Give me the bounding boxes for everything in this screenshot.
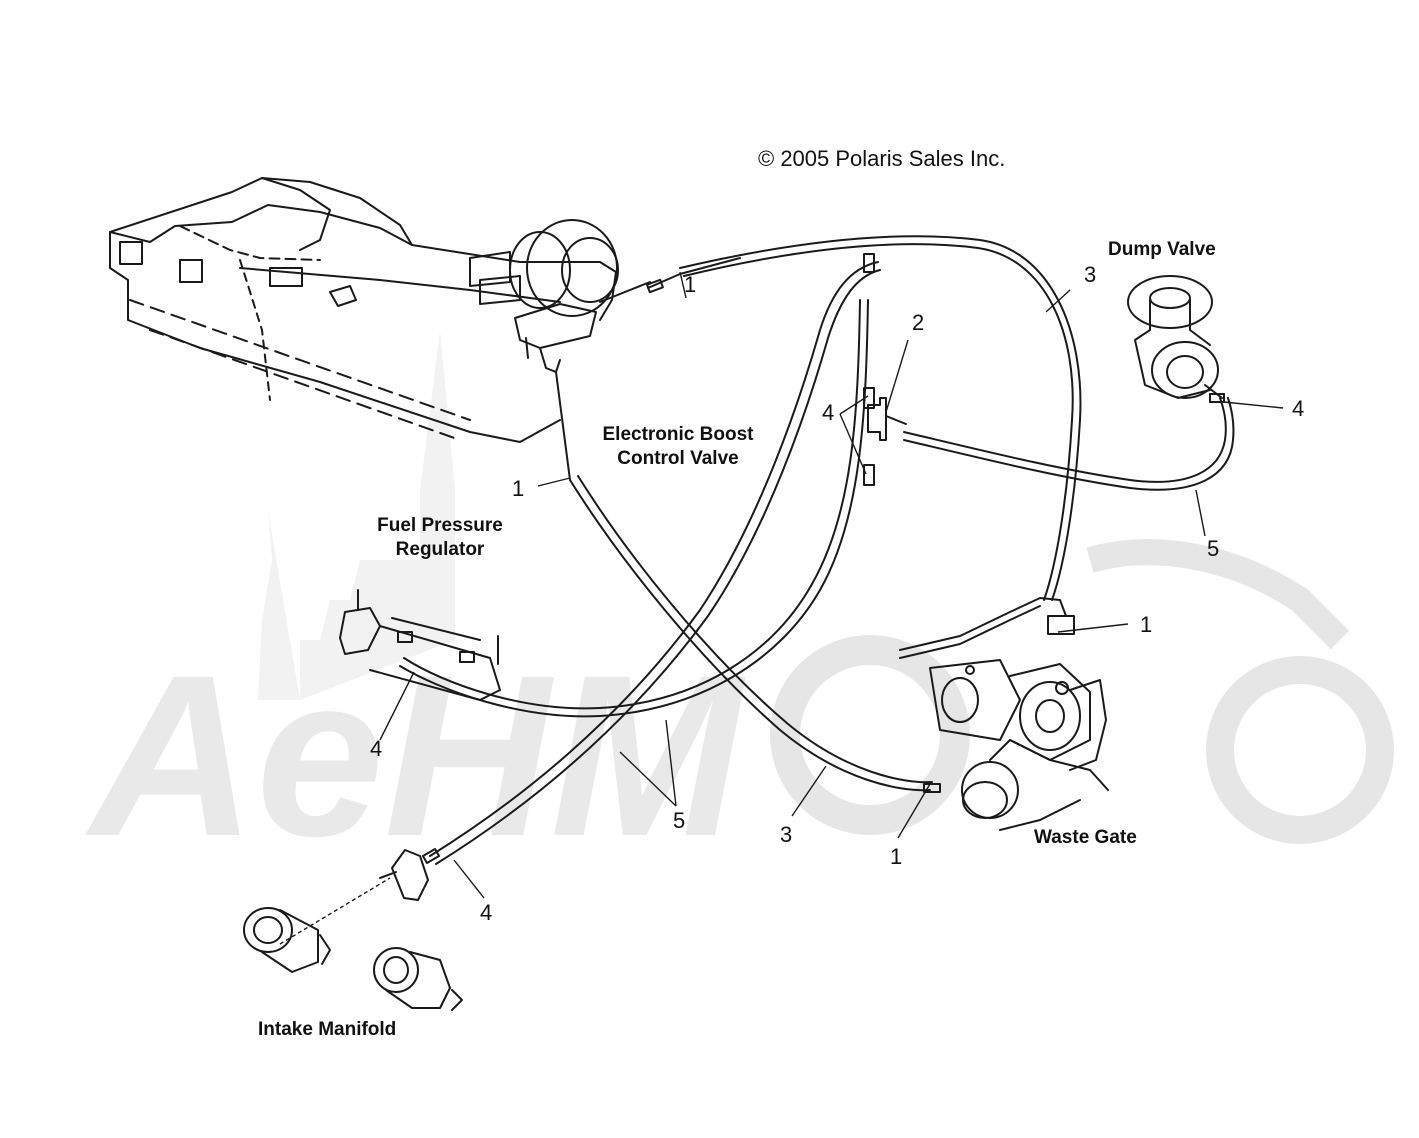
hose-5 — [399, 261, 1235, 865]
label-fpr-line2: Regulator — [395, 539, 485, 560]
label-boost-valve-line1: Electronic Boost — [602, 424, 754, 445]
callout-1: 1 — [1140, 612, 1153, 637]
callout-5: 5 — [673, 808, 686, 833]
callout-4: 4 — [480, 900, 493, 925]
leader-lines — [279, 271, 1284, 945]
callout-1: 1 — [512, 476, 525, 501]
label-boost-valve-line2: Control Valve — [617, 448, 739, 469]
label-dump-valve: Dump Valve — [1108, 239, 1216, 260]
intake-sensor — [379, 849, 429, 901]
hose-1-upper — [599, 257, 741, 303]
boost-control-valve — [469, 219, 619, 373]
label-intake-manifold: Intake Manifold — [258, 1019, 397, 1040]
dump-valve — [1127, 275, 1223, 399]
intake-manifold — [243, 907, 463, 1011]
callout-1: 1 — [684, 272, 697, 297]
hose-3 — [555, 235, 1082, 792]
label-fuel-pressure-regulator: Fuel Pressure Regulator — [368, 514, 512, 562]
fuel-pressure-regulator — [339, 589, 501, 701]
callout-3: 3 — [780, 822, 793, 847]
callout-2: 2 — [912, 310, 925, 335]
callout-5: 5 — [1207, 536, 1220, 561]
callout-4: 4 — [822, 400, 835, 425]
copyright-text: © 2005 Polaris Sales Inc. — [758, 146, 1006, 171]
airbox — [109, 177, 617, 443]
label-fpr-line1: Fuel Pressure — [377, 515, 503, 536]
callout-4: 4 — [370, 736, 383, 761]
callout-3: 3 — [1084, 262, 1097, 287]
callout-4: 4 — [1292, 396, 1305, 421]
turbo-waste-gate — [899, 597, 1109, 831]
callout-1: 1 — [890, 844, 903, 869]
label-boost-valve: Electronic Boost Control Valve — [598, 423, 758, 471]
watermark: AeHM — [85, 330, 1394, 884]
watermark-text: AeHM — [85, 627, 746, 884]
label-waste-gate: Waste Gate — [1034, 827, 1137, 848]
